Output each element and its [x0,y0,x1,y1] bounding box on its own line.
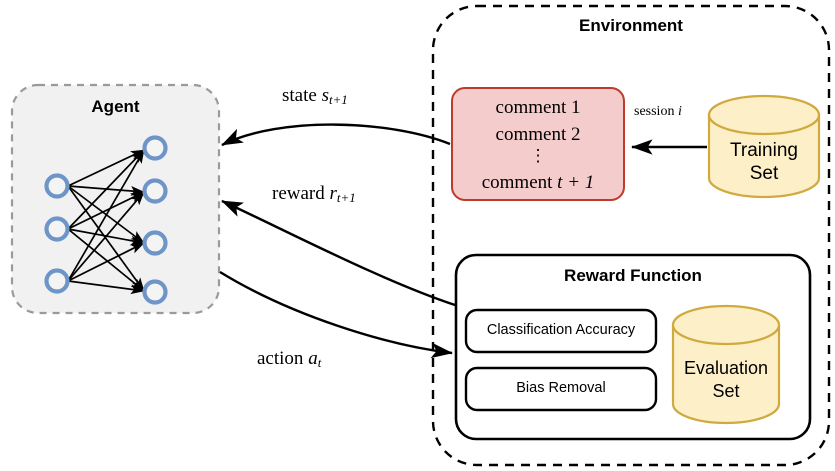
edge-label-action-text: action [257,348,309,369]
evaluation-set-cylinder [671,304,781,425]
edge-label-reward-symbol: r [329,183,337,204]
training-set-label-line2: Set [749,163,779,184]
output-node [142,178,168,204]
input-node [44,268,70,294]
edge-label-action: action at [257,348,322,370]
training-set-cylinder [707,94,821,199]
edge-label-reward: reward rt+1 [272,183,356,205]
training-set-label-line1: Training [730,140,798,161]
reward-item-label-classification-accuracy: Classification Accuracy [486,322,636,338]
output-node [142,230,168,256]
edge-state-arrow [221,123,451,147]
edge-label-reward-subscript: t+1 [336,189,356,205]
comment-line-last-math: t + 1 [557,172,595,193]
neural-network-nodes [44,135,168,305]
reward-item-box [464,366,658,412]
edge-action-arrow [219,270,453,359]
comment-line-last: comment t + 1 [452,172,624,194]
edge-label-action-symbol: a [308,348,318,369]
edge-label-state-subscript: t+1 [328,91,348,107]
edge-label-state-symbol: s [321,85,329,106]
reward-function-title: Reward Function [564,266,702,285]
edge-label-state-text: state [282,85,322,106]
environment-title: Environment [579,16,683,35]
output-node [142,279,168,305]
environment-container [431,4,831,467]
comment-ellipsis: ⋮ [529,146,547,165]
edge-label-reward-text: reward [272,183,330,204]
comment-line-last-prefix: comment [481,172,558,193]
edge-label-action-subscript: t [317,354,322,370]
evaluation-set-label-line2: Set [712,381,740,401]
reward-item-box [464,308,658,354]
neural-network-edges [67,149,145,295]
input-node [44,216,70,242]
comment-box [451,87,625,201]
agent-title: Agent [91,97,140,116]
evaluation-set-label-line1: Evaluation [683,358,769,378]
edge-label-session-symbol: i [677,104,682,119]
edge-label-state: state st+1 [282,85,348,107]
comment-line-1: comment 1 [495,97,581,118]
edge-reward-arrow [221,199,456,307]
comment-line-2: comment 2 [495,124,581,145]
input-node [44,173,70,199]
edge-label-session-text: session [634,104,678,119]
output-node [142,135,168,161]
reward-item-label-bias-removal: Bias Removal [516,380,606,396]
edge-label-session: session i [634,104,682,120]
